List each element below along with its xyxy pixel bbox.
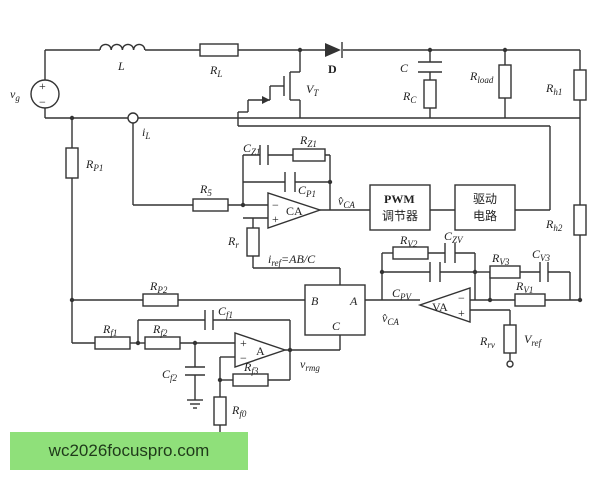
pwm-regulator-block — [369, 184, 431, 231]
current-sense-iL — [127, 112, 139, 205]
resistor-RL-label: RL — [209, 63, 222, 79]
resistor-Rf2 — [144, 336, 181, 350]
va-network-wires — [365, 252, 580, 360]
vg-minus: − — [39, 95, 46, 109]
capacitor-CZV-label: CZV — [444, 229, 464, 245]
resistor-RV1-label: RV1 — [515, 279, 533, 295]
resistor-RV3-label: RV3 — [491, 251, 510, 267]
resistor-RP2-label: RP2 — [149, 279, 168, 295]
capacitor-CP1 — [284, 172, 296, 192]
vrmg-label: vrmg — [300, 357, 320, 373]
junction-dots — [69, 47, 583, 383]
opamp-VA-minus: − — [458, 291, 465, 305]
opamp-A-label: A — [256, 344, 265, 358]
capacitor-CP1-label: CP1 — [298, 183, 316, 199]
resistor-RV1 — [514, 293, 546, 307]
resistor-Rr-label: Rr — [227, 234, 239, 250]
capacitor-CZV — [444, 243, 456, 263]
feedforward-wires — [71, 299, 341, 432]
resistor-Rf2-label: Rf2 — [152, 322, 168, 338]
opamp-CA — [267, 192, 323, 229]
resistor-R5 — [192, 198, 229, 212]
capacitor-Cf1-label: Cf1 — [218, 304, 233, 320]
resistor-Rrv-label: Rrv — [479, 334, 495, 350]
opamp-VA-label: VA — [432, 300, 448, 314]
multiplier-input-B: B — [311, 294, 319, 308]
opamp-VA — [417, 287, 471, 323]
opamp-A — [234, 332, 288, 368]
vg-plus: + — [39, 79, 46, 93]
opamp-CA-minus: − — [272, 198, 279, 212]
resistor-RV2 — [392, 246, 429, 260]
capacitor-CZ1 — [259, 145, 269, 165]
multiplier-input-C: C — [332, 319, 341, 333]
pwm-regulator-line1: PWM — [384, 192, 415, 206]
resistor-Rh1 — [573, 69, 587, 101]
vca-output-label: v̂CA — [338, 194, 355, 210]
resistor-Rload — [498, 64, 512, 99]
opamp-VA-plus: + — [458, 306, 465, 320]
resistor-RV2-label: RV2 — [399, 233, 418, 249]
resistor-RV3 — [489, 265, 521, 279]
mosfet-VT-label: VT — [306, 82, 319, 98]
opamp-A-plus: + — [240, 336, 247, 350]
resistor-Rf0-label: Rf0 — [231, 403, 247, 419]
resistor-Rf3 — [232, 373, 269, 387]
capacitor-C — [418, 61, 442, 73]
resistor-Rh1-label: Rh1 — [545, 81, 562, 97]
ground-symbol-cf2 — [187, 399, 203, 409]
current-sense-iL-label: iL — [142, 125, 150, 141]
resistor-Rload-label: Rload — [469, 69, 494, 85]
capacitor-CV3-label: CV3 — [532, 247, 551, 263]
capacitor-CZ1-label: CZ1 — [243, 141, 261, 157]
watermark-banner: wc2026focuspro.com — [10, 432, 248, 470]
vref-terminal — [506, 360, 514, 368]
resistor-RZ1-label: RZ1 — [299, 133, 317, 149]
vca-input-label: v̂CA — [382, 311, 399, 327]
resistor-RL — [199, 43, 239, 57]
opamp-CA-label: CA — [286, 204, 303, 218]
resistor-Rf3-label: Rf3 — [243, 360, 259, 376]
resistor-R5-label: R5 — [199, 182, 212, 198]
diode-D — [325, 42, 343, 58]
voltage-source-vg — [30, 79, 60, 109]
resistor-Rh2-label: Rh2 — [545, 217, 563, 233]
iref-equation: iref=AB/C — [268, 252, 316, 268]
capacitor-Cf2 — [185, 366, 205, 376]
resistor-Rf1 — [94, 336, 131, 350]
resistor-RP1-label: RP1 — [85, 157, 103, 173]
resistor-RP1 — [65, 147, 79, 179]
drive-circuit-line1: 驱动 — [473, 192, 497, 206]
opamp-A-minus: − — [240, 351, 247, 365]
resistor-Rrv — [503, 324, 517, 354]
vg-label: vg — [10, 87, 20, 103]
resistor-Rh2 — [573, 204, 587, 236]
capacitor-C-label: C — [400, 61, 409, 75]
inductor-L — [99, 43, 146, 51]
capacitor-CPV — [429, 262, 441, 282]
resistor-RC-label: RC — [402, 89, 417, 105]
multiplier-input-A: A — [349, 294, 358, 308]
power-stage-wires — [44, 49, 581, 300]
capacitor-Cf1 — [204, 310, 214, 330]
resistor-RC — [423, 79, 437, 109]
resistor-Rf1-label: Rf1 — [102, 322, 117, 338]
drive-circuit-line2: 电路 — [473, 208, 497, 223]
vref-label: Vref — [524, 332, 543, 348]
drive-circuit-block — [454, 184, 516, 231]
capacitor-CV3 — [539, 262, 549, 282]
resistor-Rf0 — [213, 396, 227, 426]
resistor-RZ1 — [292, 148, 326, 162]
pwm-regulator-line2: 调节器 — [382, 209, 418, 223]
inductor-L-label: L — [117, 59, 125, 73]
opamp-CA-plus: + — [272, 212, 279, 226]
multiplier-block — [304, 284, 366, 336]
diode-D-label: D — [328, 62, 337, 76]
mosfet-VT — [237, 71, 551, 198]
capacitor-CPV-label: CPV — [392, 286, 413, 302]
resistor-Rr — [246, 227, 260, 257]
capacitor-Cf2-label: Cf2 — [162, 367, 178, 383]
resistor-RP2 — [142, 293, 179, 307]
